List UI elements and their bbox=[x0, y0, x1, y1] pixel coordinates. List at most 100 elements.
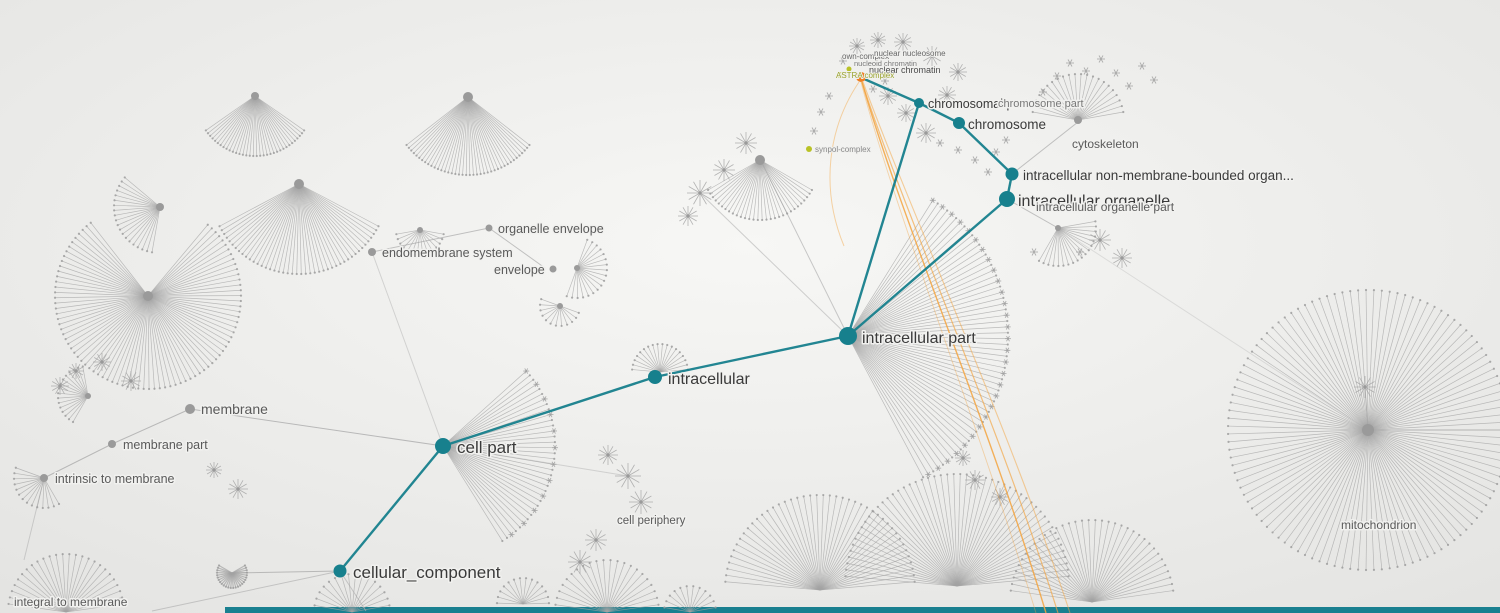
node-intracellular-non-membrane-bounded-organelle[interactable] bbox=[1005, 167, 1019, 181]
node-endomembrane-system[interactable] bbox=[368, 248, 376, 256]
rosette bbox=[849, 38, 865, 54]
fan-cluster bbox=[663, 585, 717, 613]
asterisk-mark bbox=[1030, 248, 1038, 256]
fan-cluster bbox=[495, 577, 551, 605]
label-nucleoid-chromatin: nucleoid chromatin bbox=[854, 59, 917, 68]
fan-cluster bbox=[1031, 73, 1125, 124]
node-envelope[interactable] bbox=[549, 265, 557, 273]
node-nucleosome-hub[interactable] bbox=[856, 72, 866, 82]
asterisk-mark bbox=[954, 146, 962, 154]
rosette bbox=[629, 490, 653, 514]
rosette bbox=[598, 445, 618, 465]
grey-edge bbox=[151, 570, 341, 612]
rosette bbox=[1112, 248, 1132, 268]
asterisk-mark bbox=[817, 108, 825, 116]
rosette bbox=[713, 159, 735, 181]
rosette bbox=[870, 32, 886, 48]
node-chromosomal-part[interactable] bbox=[914, 98, 924, 108]
rosette bbox=[916, 123, 936, 143]
fan-cluster bbox=[442, 368, 558, 543]
rosette bbox=[678, 206, 698, 226]
fan-cluster bbox=[12, 466, 61, 510]
asterisk-mark bbox=[971, 156, 979, 164]
orange-edge bbox=[861, 81, 1059, 613]
label-mitochondrion: mitochondrion bbox=[1341, 518, 1416, 532]
rosette bbox=[585, 529, 607, 551]
grey-edge bbox=[339, 570, 367, 612]
asterisk-mark bbox=[1066, 59, 1074, 67]
label-nuclear-nucleosome: nuclear nucleosome bbox=[874, 49, 946, 58]
rosette bbox=[965, 470, 985, 490]
asterisk-mark bbox=[1150, 76, 1158, 84]
path-edge bbox=[654, 334, 849, 379]
fan-cluster bbox=[1226, 288, 1500, 572]
label-chromosome: chromosome bbox=[968, 117, 1046, 132]
asterisk-mark bbox=[869, 85, 877, 93]
fan-cluster bbox=[631, 343, 689, 373]
label-chromosome-part: chromosome part bbox=[998, 98, 1084, 110]
grey-edge bbox=[371, 227, 490, 253]
node-astra-complex[interactable] bbox=[837, 72, 843, 78]
node-intracellular-part[interactable] bbox=[839, 327, 857, 345]
node-membrane-part[interactable] bbox=[108, 440, 116, 448]
asterisk-mark bbox=[810, 127, 818, 135]
node-synpol-complex[interactable] bbox=[806, 146, 812, 152]
rosette bbox=[93, 353, 111, 371]
path-edge bbox=[846, 102, 921, 337]
node-organelle-envelope[interactable] bbox=[485, 224, 493, 232]
fan-cluster bbox=[395, 227, 445, 255]
rosette bbox=[735, 132, 757, 154]
layer-grey-edges bbox=[23, 121, 1369, 612]
label-intrinsic-to-membrane: intrinsic to membrane bbox=[55, 472, 175, 486]
node-cellular-component[interactable] bbox=[333, 564, 347, 578]
fan-cluster bbox=[554, 559, 660, 613]
rosette bbox=[879, 87, 897, 105]
rosette bbox=[68, 363, 84, 379]
asterisk-mark bbox=[984, 168, 992, 176]
grey-edge bbox=[43, 443, 113, 479]
node-membrane[interactable] bbox=[185, 404, 195, 414]
label-endomembrane-system: endomembrane system bbox=[382, 246, 513, 260]
fan-cluster bbox=[218, 179, 380, 276]
grey-edge bbox=[189, 408, 444, 447]
node-intrinsic-to-membrane[interactable] bbox=[40, 474, 48, 482]
orange-edge bbox=[861, 81, 1047, 613]
node-intracellular-organelle[interactable] bbox=[999, 191, 1015, 207]
fan-cluster bbox=[538, 298, 580, 328]
layer-path-edges bbox=[339, 76, 1014, 572]
node-cell-part[interactable] bbox=[435, 438, 451, 454]
label-own-complex: own-complex bbox=[842, 52, 889, 61]
asterisk-mark bbox=[1039, 88, 1047, 96]
node-chromosome[interactable] bbox=[953, 117, 965, 129]
label-envelope: envelope bbox=[494, 263, 545, 277]
label-cellular-component: cellular_component bbox=[353, 563, 501, 582]
path-edge bbox=[861, 76, 920, 105]
node-olive-small[interactable] bbox=[846, 66, 852, 72]
path-edge bbox=[339, 445, 444, 572]
grey-edge bbox=[699, 192, 849, 337]
rosette bbox=[938, 86, 956, 104]
path-edge bbox=[958, 122, 1013, 175]
asterisk-mark bbox=[825, 92, 833, 100]
label-cell-part: cell part bbox=[457, 438, 517, 457]
grey-edge bbox=[1011, 121, 1079, 175]
rosette bbox=[1354, 376, 1376, 398]
fan-cluster bbox=[215, 564, 249, 590]
rosette bbox=[897, 104, 915, 122]
rosette bbox=[922, 46, 942, 66]
asterisk-mark bbox=[1076, 248, 1084, 256]
label-intracellular: intracellular bbox=[668, 371, 750, 388]
layer-orange-edges bbox=[829, 81, 1071, 613]
rosette bbox=[615, 463, 641, 489]
fan-cluster bbox=[7, 552, 125, 613]
label-cytoskeleton: cytoskeleton bbox=[1072, 137, 1139, 151]
node-intracellular[interactable] bbox=[648, 370, 662, 384]
rosette bbox=[955, 450, 971, 466]
label-integral-to-membrane: integral to membrane bbox=[14, 595, 128, 609]
layer-bottom-bar bbox=[225, 607, 1500, 613]
path-edge bbox=[918, 101, 960, 125]
path-edge bbox=[442, 375, 656, 448]
